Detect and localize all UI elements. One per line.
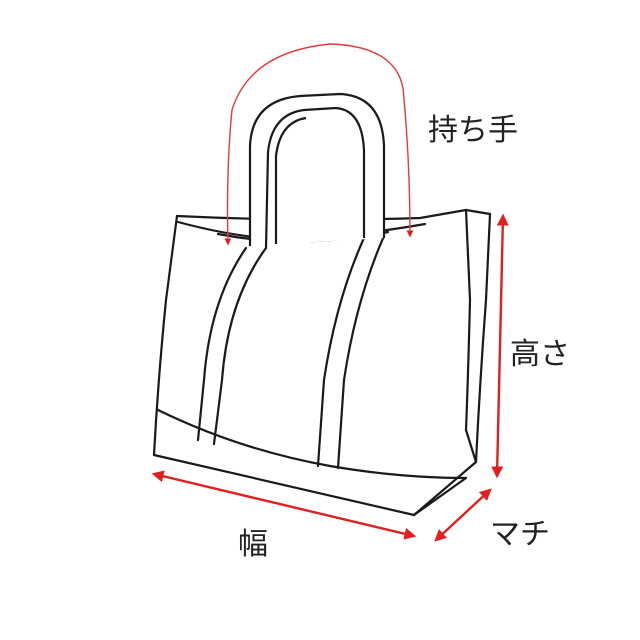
handle-inner	[264, 106, 366, 249]
width-arrow	[151, 470, 417, 540]
bag-gusset-line	[412, 476, 468, 517]
front-strap-lines	[196, 234, 386, 470]
handle-length-arrow	[224, 43, 414, 246]
tote-bag-outline	[152, 208, 492, 517]
right-strap-inner	[336, 234, 386, 470]
left-strap-inner	[212, 246, 268, 446]
right-strap-outer	[316, 236, 366, 468]
gusset-label: マチ	[490, 517, 550, 552]
height-label: 高さ	[510, 337, 570, 372]
handle-loop	[248, 92, 386, 249]
handle-inner-edge	[274, 116, 307, 244]
bag-right-side	[412, 212, 492, 517]
width-label: 幅	[238, 527, 268, 562]
bag-bottom-panel-seam	[156, 408, 468, 480]
height-arrow	[491, 213, 509, 479]
bag-left-side	[152, 214, 179, 457]
handle-label: 持ち手	[428, 113, 518, 148]
gusset-arrow	[434, 488, 492, 542]
left-strap-outer	[196, 246, 248, 442]
bag-front-right-edge	[464, 208, 478, 464]
